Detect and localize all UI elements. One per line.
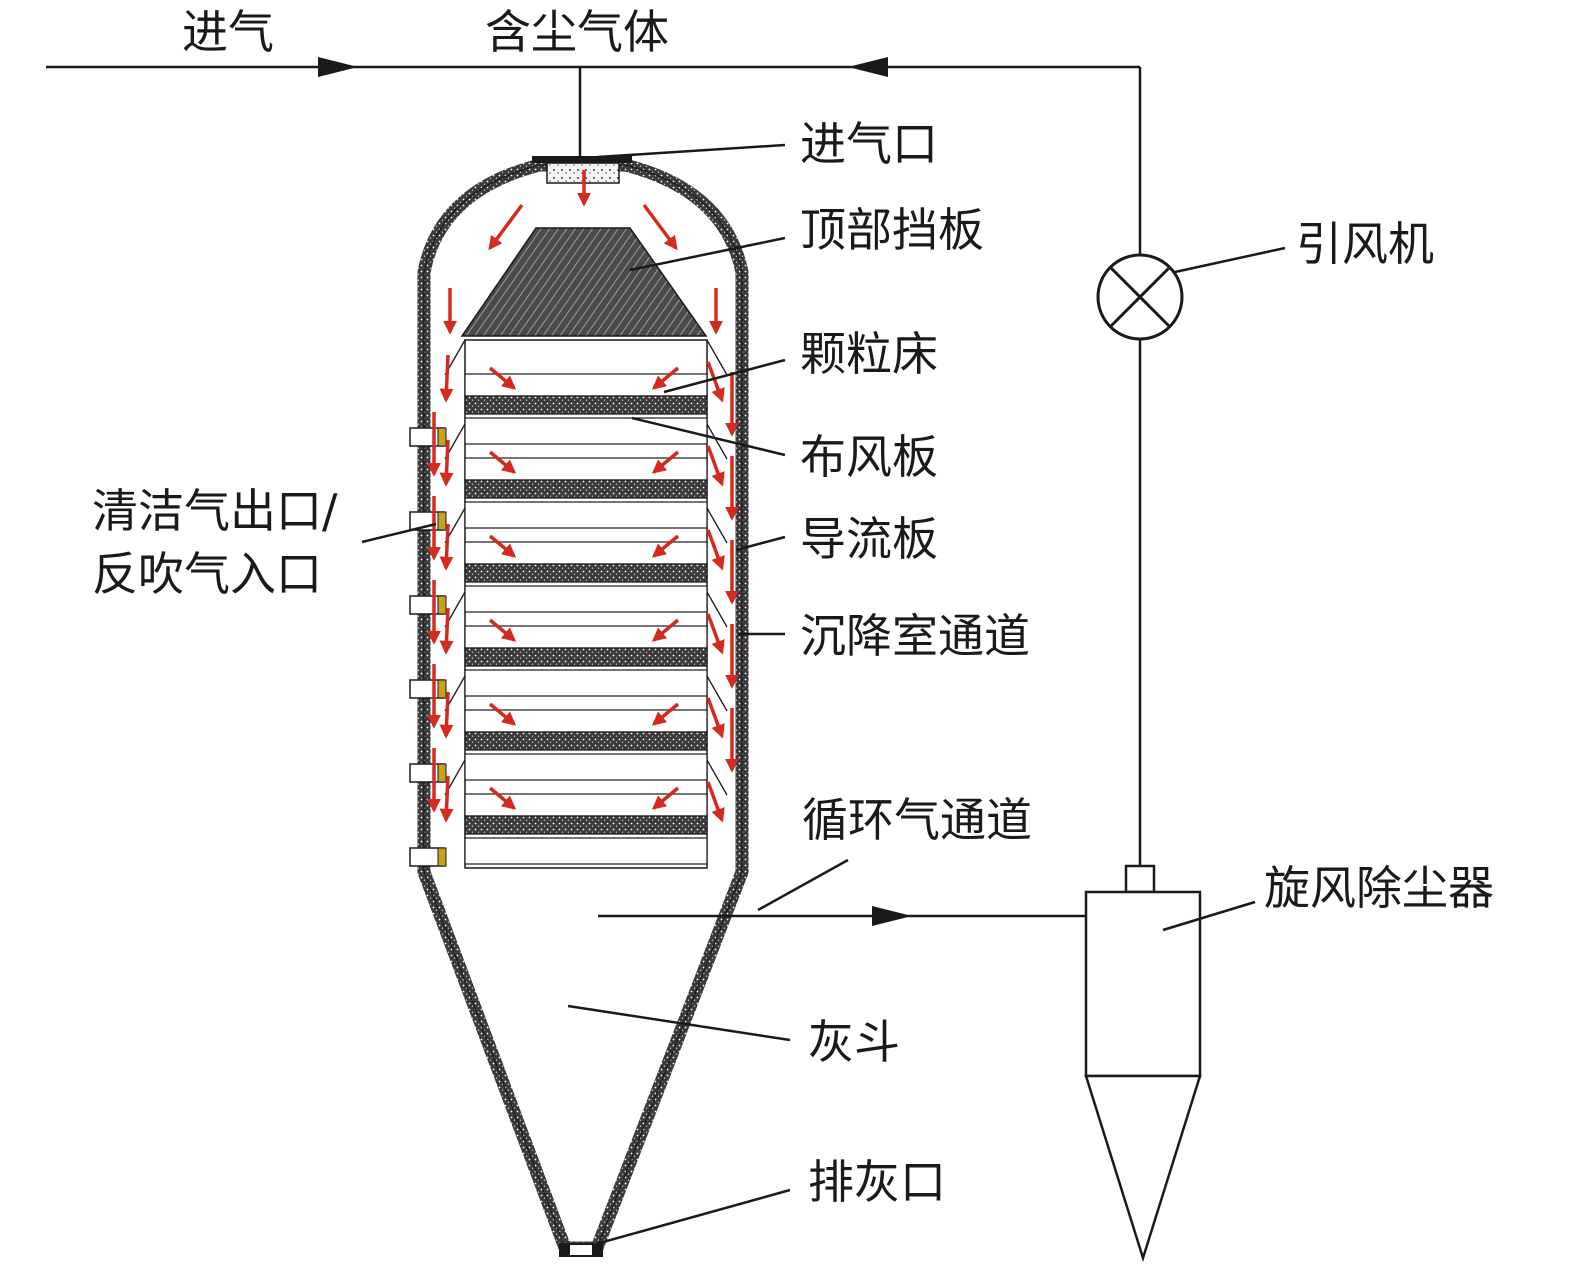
filter-stage (464, 793, 708, 865)
cyclone-separator (1084, 864, 1202, 1263)
inlet-flow-arrow-icon (318, 57, 358, 77)
fan-cross-circle-icon (1096, 253, 1184, 341)
filter-stage (464, 709, 708, 781)
top-gas-pipeline (46, 57, 1142, 866)
filter-stage (464, 373, 708, 445)
vessel-shell (417, 158, 749, 1255)
filter-stage (464, 457, 708, 529)
ash-hopper-label: 灰斗 (808, 1015, 900, 1069)
clean-outlet-label-line1: 清洁气出口/ (92, 484, 338, 538)
return-flow-arrow-icon (848, 57, 888, 77)
fan-label: 引风机 (1296, 217, 1434, 271)
gas-inlet-label: 进气口 (800, 117, 938, 171)
granular-bed-layer (464, 479, 708, 499)
circulation-flow-arrow-icon (872, 906, 912, 926)
guide-plate-label: 导流板 (800, 512, 938, 566)
outlet-valve-icon (409, 511, 447, 531)
leader-lines (361, 143, 1286, 1246)
settling-channel-label: 沉降室通道 (800, 609, 1030, 663)
top-baffle-label: 顶部挡板 (800, 203, 984, 257)
inlet-air-label: 进气 (182, 5, 274, 59)
outlet-valve-icon (409, 427, 447, 447)
outlet-valve-icon (409, 595, 447, 615)
outlet-valve-icon (409, 679, 447, 699)
circulation-channel-label: 循环气通道 (802, 793, 1032, 847)
outlet-valve-icon (409, 847, 447, 867)
gas-inlet-nozzle (532, 156, 632, 184)
ash-outlet-nozzle (559, 1243, 603, 1257)
cyclone-label: 旋风除尘器 (1264, 861, 1494, 915)
filter-stages (464, 373, 708, 865)
ash-outlet-label: 排灰口 (808, 1155, 946, 1209)
distributor-plate-label: 布风板 (800, 430, 938, 484)
clean-outlet-label-line2: 反吹气入口 (92, 547, 322, 601)
granular-bed-layer (464, 731, 708, 751)
filter-stage (464, 541, 708, 613)
filter-stage (464, 625, 708, 697)
dusty-gas-label: 含尘气体 (485, 5, 669, 59)
granular-bed-layer (464, 815, 708, 835)
granular-bed-layer (464, 395, 708, 415)
outlet-valve-icon (409, 763, 447, 783)
top-baffle (460, 227, 708, 337)
granular-bed-layer (464, 563, 708, 583)
gas-flow-arrows (427, 170, 739, 823)
circulation-gas-line (598, 906, 1086, 926)
granular-bed-label: 颗粒床 (800, 327, 938, 381)
granular-bed-layer (464, 647, 708, 667)
